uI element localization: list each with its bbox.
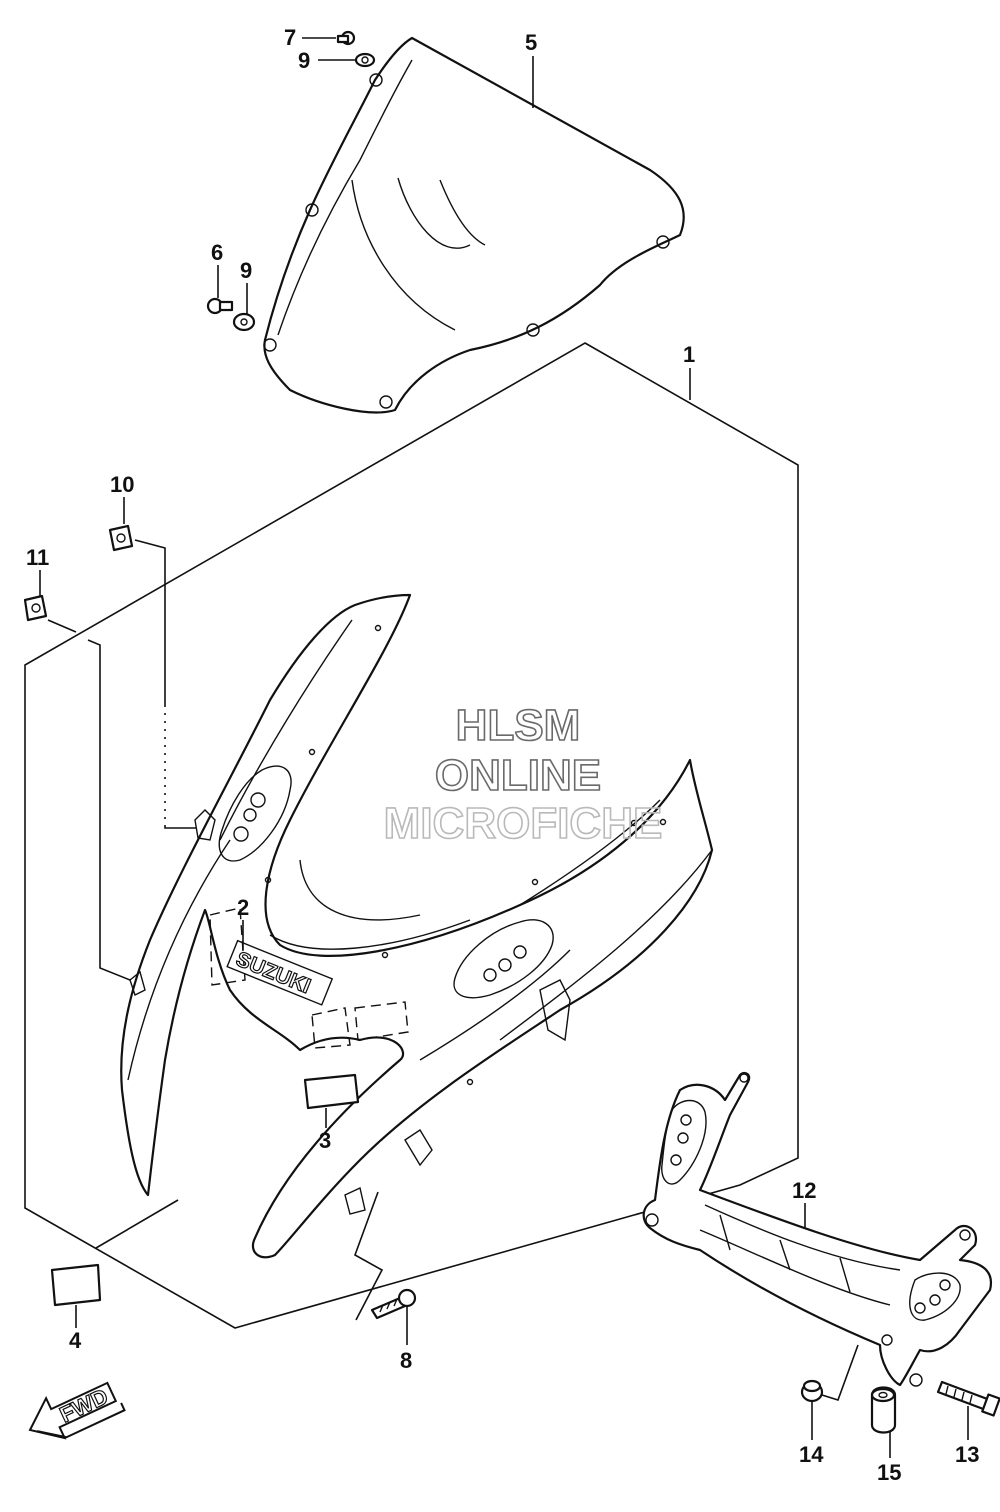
leader-8-b [354,1191,384,1321]
fairing-bracket [642,1071,993,1387]
callout-10: 10 [110,472,134,497]
upper-fairing: SUZUKI [120,593,714,1259]
decal-3 [303,1073,360,1110]
callout-5: 5 [525,30,537,55]
fwd-arrow-icon: FWD [28,1381,126,1440]
clip-nut-10 [108,524,134,552]
callout-6: 6 [211,240,223,265]
grommet-15 [870,1386,897,1434]
clip-nut-11 [23,594,48,622]
callout-12: 12 [792,1178,816,1203]
callout-15: 15 [877,1460,901,1485]
leader-4-b [95,1199,179,1249]
nut-14 [800,1379,824,1403]
callout-14: 14 [799,1442,824,1467]
watermark-line-3: MICROFICHE [384,799,663,848]
leader-14-b [821,1344,859,1401]
leader-11-c [87,639,131,981]
watermark-line-1: HLSM [456,701,581,750]
screw-7 [336,30,356,46]
callout-9-top: 9 [298,48,310,73]
watermark: HLSM ONLINE MICROFICHE [383,700,663,849]
callout-9-left: 9 [240,258,252,283]
leader-10-b [134,539,166,705]
washer-9-top [354,52,376,68]
screw-6 [206,297,234,315]
callout-13: 13 [955,1442,979,1467]
callout-2: 2 [237,895,249,920]
washer-9-left [232,312,256,332]
callout-3: 3 [319,1128,331,1153]
callout-4: 4 [69,1328,82,1353]
watermark-line-2: ONLINE [435,751,601,800]
windscreen [263,36,685,414]
screw-8 [370,1288,417,1320]
callout-11: 11 [26,545,49,570]
callout-1: 1 [683,342,695,367]
leader-11-b [47,619,77,633]
assembly-outline [24,342,799,1329]
callout-8: 8 [400,1348,412,1373]
callout-7: 7 [284,25,296,50]
leader-10-d [164,825,196,829]
bolt-13 [936,1380,1000,1417]
decal-4 [50,1263,102,1307]
